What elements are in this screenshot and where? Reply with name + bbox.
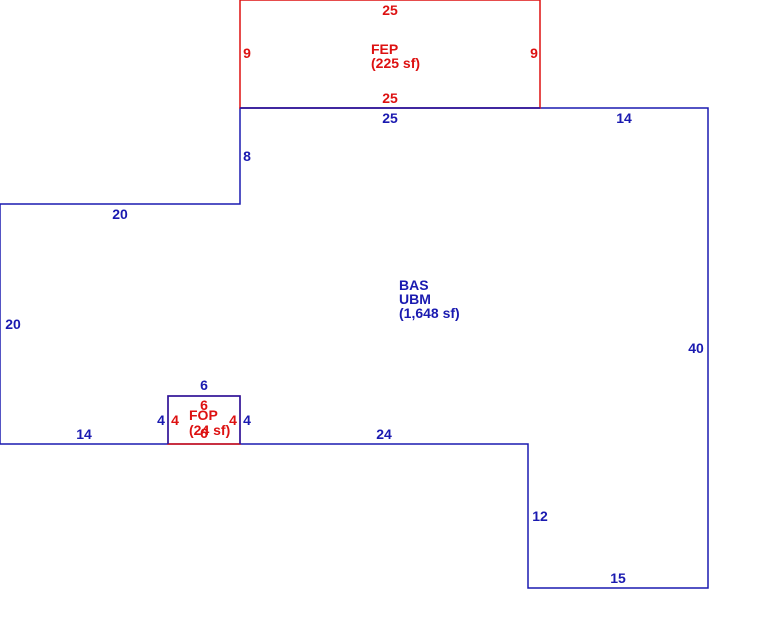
bas-bottom-mid-dim: 24: [376, 426, 392, 442]
fop-area: (24 sf): [189, 422, 230, 438]
fop-blue-edges: [167, 395, 241, 444]
fop-left-blue-dim: 4: [157, 412, 165, 428]
fep-right-dim: 9: [530, 45, 538, 61]
bas-left-dim: 20: [5, 316, 21, 332]
fep-left-dim: 9: [243, 45, 251, 61]
fop-top-red-dim: 6: [200, 397, 208, 413]
fop-left-red-dim: 4: [171, 412, 179, 428]
bas-right-dim: 40: [688, 340, 704, 356]
fop-right-red-dim: 4: [229, 412, 237, 428]
bas-top-mid-dim: 25: [382, 110, 398, 126]
fop-bottom-red-dim: 6: [200, 425, 208, 441]
bas-notch-vertical-dim: 12: [532, 508, 548, 524]
fep-area: (225 sf): [371, 55, 420, 71]
bas-name: BAS: [399, 277, 429, 293]
bas-step-vertical-dim: 8: [243, 148, 251, 164]
bas-outline: [0, 107, 709, 589]
fep-name: FEP: [371, 41, 398, 57]
bas-sub: UBM: [399, 291, 431, 307]
bas-step-horizontal-dim: 20: [112, 206, 128, 222]
fop-right-blue-dim: 4: [243, 412, 251, 428]
bas-bottom-left-dim: 14: [76, 426, 92, 442]
bas-bottom-right-dim: 15: [610, 570, 626, 586]
bas-area: (1,648 sf): [399, 305, 460, 321]
fep-bottom-dim: 25: [382, 90, 398, 106]
fep-top-dim: 25: [382, 2, 398, 18]
fop-name: FOP: [189, 407, 218, 423]
bas-top-right-dim: 14: [616, 110, 632, 126]
fop-top-blue-dim: 6: [200, 377, 208, 393]
